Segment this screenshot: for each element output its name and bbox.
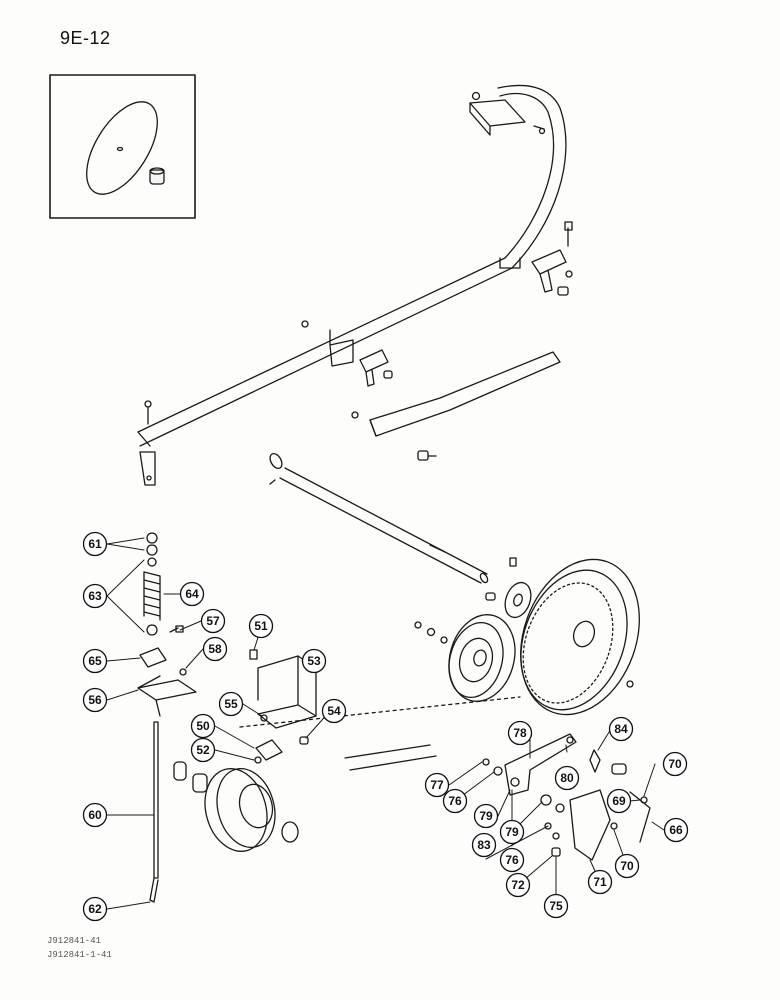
callout-77: 77 xyxy=(424,772,450,798)
right-mount-bracket xyxy=(531,221,573,296)
svg-text:63: 63 xyxy=(88,589,102,603)
svg-text:70: 70 xyxy=(668,757,682,771)
callout-53: 53 xyxy=(301,648,327,674)
inset-disc-detail xyxy=(49,74,196,219)
bracket-56-and-plate-65 xyxy=(137,647,197,717)
svg-text:65: 65 xyxy=(88,654,102,668)
long-rod xyxy=(149,721,159,903)
drawing-code-2: J912841-1-41 xyxy=(47,950,112,960)
callout-63: 63 xyxy=(82,583,108,609)
svg-text:66: 66 xyxy=(669,823,683,837)
svg-text:56: 56 xyxy=(88,693,102,707)
svg-text:54: 54 xyxy=(327,704,341,718)
callout-61: 61 xyxy=(82,531,108,557)
svg-text:70: 70 xyxy=(620,859,634,873)
svg-text:57: 57 xyxy=(206,614,220,628)
long-shaft xyxy=(269,452,489,584)
idler-arm-assembly xyxy=(482,733,651,861)
svg-text:78: 78 xyxy=(513,726,527,740)
clamp-50 xyxy=(254,739,283,764)
callout-83: 83 xyxy=(471,832,497,858)
callout-57: 57 xyxy=(200,608,226,634)
callout-markers: 61 63 64 57 51 65 58 53 56 55 54 50 52 6… xyxy=(82,531,689,922)
svg-text:51: 51 xyxy=(254,619,268,633)
callout-60: 60 xyxy=(82,802,108,828)
medium-pulley xyxy=(414,614,516,702)
large-pulley xyxy=(520,558,640,716)
callout-52: 52 xyxy=(190,737,216,763)
callout-64: 64 xyxy=(179,581,205,607)
callout-66: 66 xyxy=(663,817,689,843)
svg-text:62: 62 xyxy=(88,902,102,916)
svg-text:84: 84 xyxy=(614,722,628,736)
callout-72: 72 xyxy=(505,872,531,898)
callout-84: 84 xyxy=(608,716,634,742)
svg-text:60: 60 xyxy=(88,808,102,822)
callout-76-lower: 76 xyxy=(499,847,525,873)
callout-69: 69 xyxy=(606,788,632,814)
callout-58: 58 xyxy=(202,636,228,662)
callout-76-upper: 76 xyxy=(442,788,468,814)
svg-text:61: 61 xyxy=(88,537,102,551)
callout-79-lower: 79 xyxy=(499,819,525,845)
left-hanger xyxy=(139,451,156,486)
svg-text:64: 64 xyxy=(185,587,199,601)
svg-text:75: 75 xyxy=(549,899,563,913)
svg-text:55: 55 xyxy=(224,697,238,711)
svg-text:76: 76 xyxy=(505,853,519,867)
svg-text:77: 77 xyxy=(430,778,444,792)
callout-56: 56 xyxy=(82,687,108,713)
callout-75: 75 xyxy=(543,893,569,919)
callout-70-top: 70 xyxy=(662,751,688,777)
svg-text:52: 52 xyxy=(196,743,210,757)
spring-assembly xyxy=(143,532,184,636)
svg-text:53: 53 xyxy=(307,654,321,668)
svg-text:58: 58 xyxy=(208,642,222,656)
shaft-hub xyxy=(485,557,532,619)
callout-79-upper: 79 xyxy=(473,803,499,829)
svg-text:83: 83 xyxy=(477,838,491,852)
callout-51: 51 xyxy=(248,613,274,639)
mid-small-bracket xyxy=(359,349,393,387)
curved-main-frame xyxy=(137,84,567,447)
angled-support-bar xyxy=(351,351,561,461)
svg-text:76: 76 xyxy=(448,794,462,808)
page-reference: 9E-12 xyxy=(60,28,111,48)
callout-78: 78 xyxy=(507,720,533,746)
lower-shaft xyxy=(239,696,521,771)
svg-text:79: 79 xyxy=(479,809,493,823)
callout-70-bottom: 70 xyxy=(614,853,640,879)
callout-50: 50 xyxy=(190,713,216,739)
svg-text:79: 79 xyxy=(505,825,519,839)
svg-text:80: 80 xyxy=(560,771,574,785)
callout-54: 54 xyxy=(321,698,347,724)
callout-65: 65 xyxy=(82,648,108,674)
svg-text:71: 71 xyxy=(593,875,607,889)
callout-55: 55 xyxy=(218,691,244,717)
callout-62: 62 xyxy=(82,896,108,922)
drawing-code-1: J912841-41 xyxy=(47,936,102,946)
callout-80: 80 xyxy=(554,765,580,791)
svg-text:69: 69 xyxy=(612,794,626,808)
svg-text:72: 72 xyxy=(511,878,525,892)
lower-left-pulley xyxy=(173,761,299,852)
svg-text:50: 50 xyxy=(196,719,210,733)
callout-71: 71 xyxy=(587,869,613,895)
